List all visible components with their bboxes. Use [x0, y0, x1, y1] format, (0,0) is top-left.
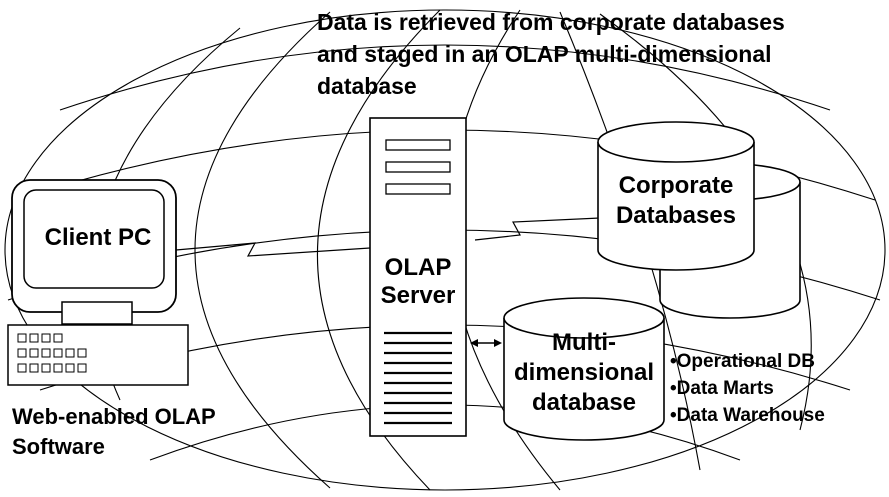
title-block: Data is retrieved from corporate databas… — [317, 9, 785, 99]
olap-server: OLAP Server — [369, 117, 467, 437]
title-line-2: and staged in an OLAP multi-dimensional — [317, 41, 772, 67]
drive-bay — [385, 183, 451, 195]
multidim-db: Multi- dimensional database — [503, 297, 665, 441]
source-item: •Data Marts — [670, 378, 774, 399]
monitor-stand — [61, 301, 133, 325]
globe-outline — [4, 9, 886, 491]
client-pc: Client PC — [7, 179, 189, 386]
client-caption-line1: Web-enabled OLAP — [12, 404, 216, 429]
multidim-db-label-line2: dimensional — [514, 359, 654, 386]
source-item: •Operational DB — [670, 351, 815, 372]
bidirectional-arrow — [470, 339, 502, 347]
source-item: •Data Warehouse — [670, 405, 825, 426]
drive-bay — [385, 139, 451, 151]
title-line-1: Data is retrieved from corporate databas… — [317, 9, 785, 35]
globe-latitude — [59, 44, 831, 111]
title-line-3: database — [317, 73, 417, 99]
corporate-db-front: Corporate Databases — [597, 121, 755, 271]
server-label-line2: Server — [381, 282, 456, 309]
corporate-db-label-line1: Corporate — [619, 172, 734, 199]
client-caption-line2: Software — [12, 434, 105, 459]
server-label-line1: OLAP — [385, 254, 452, 281]
multidim-db-label-line1: Multi- — [552, 329, 616, 356]
keyboard-keys — [17, 333, 87, 373]
globe-longitude — [194, 11, 331, 489]
monitor-screen — [23, 189, 165, 289]
source-list: •Operational DB •Data Marts •Data Wareho… — [670, 351, 825, 426]
drive-bay — [385, 161, 451, 173]
network-link-client — [175, 242, 371, 257]
network-link-corporate — [474, 217, 601, 241]
client-pc-label: Client PC — [45, 224, 152, 251]
multidim-db-label-line3: database — [532, 389, 636, 416]
corporate-db-label-line2: Databases — [616, 202, 736, 229]
server-vents — [384, 331, 452, 425]
